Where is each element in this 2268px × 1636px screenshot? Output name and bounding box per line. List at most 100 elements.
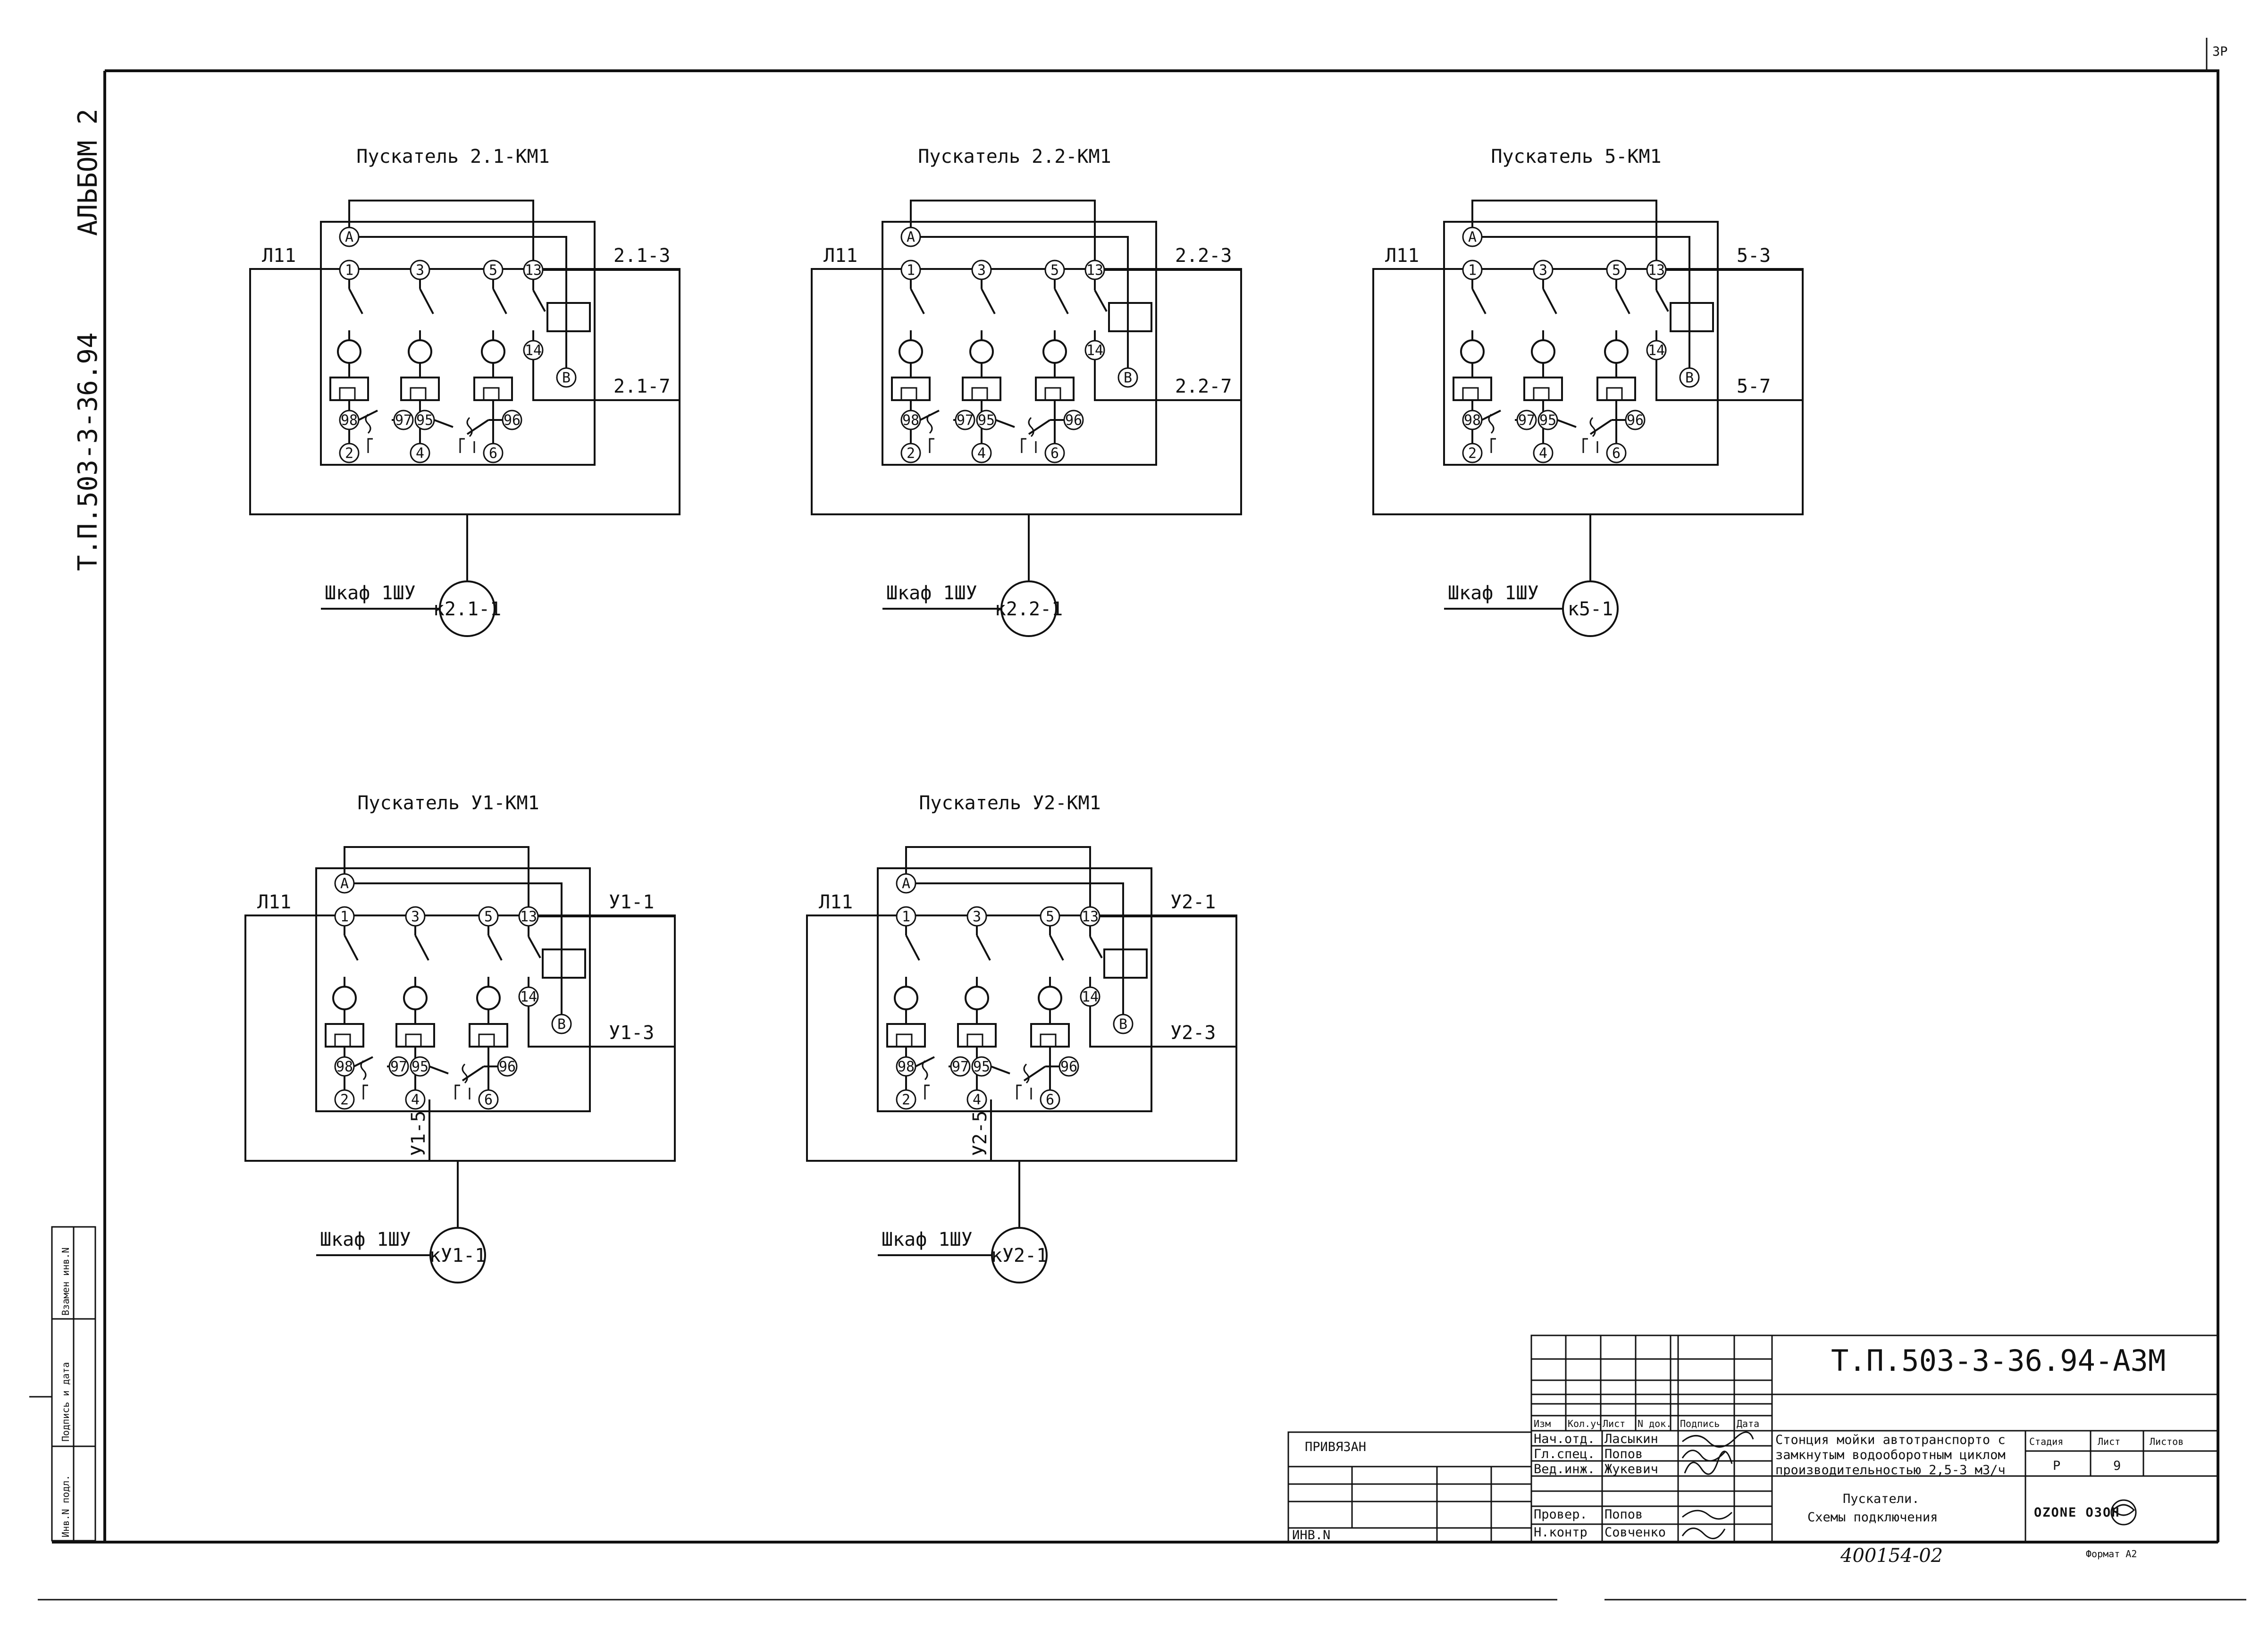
project-code-vertical: Т.П.503-3-36.94: [73, 332, 103, 571]
terminal-1: 1: [1468, 262, 1477, 279]
terminal-14: 14: [1082, 989, 1099, 1006]
terminal-b-ring: [1117, 367, 1138, 388]
terminal-6: 6: [1050, 445, 1059, 462]
terminal-98: 98: [898, 1059, 915, 1075]
terminal-14: 14: [520, 989, 537, 1006]
terminal-1: 1: [907, 262, 915, 279]
role-3: Вед.инж.: [1534, 1462, 1595, 1477]
terminal-2: 2: [907, 445, 915, 462]
thermal-relay: [1030, 1023, 1070, 1048]
contact-node: [332, 986, 357, 1010]
terminal-96: 96: [1060, 1059, 1077, 1075]
terminal-6: 6: [489, 445, 497, 462]
terminal-4-ring: [410, 443, 430, 463]
terminal-4-ring: [1533, 443, 1554, 463]
motor-label: к2.2-1: [995, 598, 1063, 620]
role-4: Провер.: [1534, 1507, 1588, 1522]
terminal-b-ring: [551, 1014, 572, 1034]
terminal-13: 13: [525, 262, 542, 279]
thermal-relay: [329, 377, 369, 401]
coil: [1108, 302, 1152, 332]
terminal-13: 13: [1082, 909, 1099, 925]
sheet-number: 9: [2113, 1459, 2121, 1473]
terminal-13: 13: [1086, 262, 1103, 279]
terminal-5: 5: [1046, 909, 1054, 925]
terminal-5: 5: [1612, 262, 1621, 279]
output-top-label: У2-1: [1170, 891, 1216, 913]
doc-code: Т.П.503-3-36.94-АЗМ: [1831, 1343, 2166, 1378]
output-bottom-label: У2-3: [1170, 1022, 1216, 1044]
contact-node: [337, 339, 361, 364]
terminal-96: 96: [1065, 412, 1082, 429]
terminal-a-ring: [896, 873, 916, 894]
terminal-a: A: [902, 876, 910, 892]
terminal-2-ring: [339, 443, 360, 463]
output-top-label: 2.1-3: [613, 245, 670, 267]
terminal-6-ring: [1044, 443, 1065, 463]
terminal-b: B: [1119, 1016, 1127, 1033]
project-name-line-2: замкнутым водооборотным циклом: [1775, 1448, 2006, 1462]
terminal-14: 14: [1648, 343, 1665, 359]
terminal-4: 4: [973, 1092, 981, 1108]
terminal-5: 5: [484, 909, 493, 925]
coil: [1103, 948, 1148, 979]
terminal-2-ring: [334, 1089, 355, 1110]
role-4-name: Попов: [1604, 1507, 1643, 1522]
terminal-a-ring: [339, 227, 360, 247]
terminal-6-ring: [478, 1089, 499, 1110]
output-bottom-label: 2.1-7: [613, 376, 670, 397]
revision-grid: [1530, 1335, 2218, 1542]
terminal-6: 6: [484, 1092, 493, 1108]
starter-housing: [877, 867, 1152, 1112]
terminal-95: 95: [416, 412, 433, 429]
output-bottom-label: 5-7: [1737, 376, 1771, 397]
terminal-a: A: [340, 876, 349, 892]
outer-frame: [249, 268, 680, 515]
contact-node: [894, 986, 918, 1010]
terminal-3: 3: [411, 909, 420, 925]
terminal-95: 95: [1539, 412, 1556, 429]
outer-frame: [1372, 268, 1804, 515]
thermal-relay: [400, 377, 440, 401]
thermal-relay: [1453, 377, 1492, 401]
company-name: OZONE ОЗОН: [2034, 1505, 2120, 1520]
outer-frame: [811, 268, 1242, 515]
stage-label: Стадия: [2029, 1436, 2063, 1447]
sheets-label: Листов: [2150, 1436, 2184, 1447]
contact-node: [969, 339, 994, 364]
rev-header-ndoc: N док.: [1638, 1418, 1672, 1429]
contact-node: [899, 339, 923, 364]
terminal-97: 97: [957, 412, 974, 429]
thermal-relay: [1523, 377, 1563, 401]
starter-title: Пускатель 2.1-КМ1: [356, 146, 549, 168]
terminal-a-ring: [900, 227, 921, 247]
terminal-2: 2: [340, 1092, 349, 1108]
side-stamp: Инв.N подл. Подпись и дата Взамен инв.N: [29, 1226, 96, 1542]
terminal-2-ring: [1462, 443, 1483, 463]
terminal-95: 95: [973, 1059, 990, 1075]
project-name-line-3: производительностью 2,5-3 м3/ч: [1775, 1463, 2006, 1477]
output-bottom-label: 2.2-7: [1175, 376, 1232, 397]
terminal-4: 4: [977, 445, 986, 462]
terminal-1: 1: [340, 909, 349, 925]
thermal-relay: [1035, 377, 1075, 401]
terminal-a-ring: [334, 873, 355, 894]
terminal-3: 3: [973, 909, 981, 925]
thermal-relay: [886, 1023, 926, 1048]
terminal-b: B: [562, 370, 571, 386]
terminal-96: 96: [1627, 412, 1644, 429]
terminal-b: B: [1124, 370, 1132, 386]
terminal-4-ring: [971, 443, 992, 463]
terminal-97: 97: [952, 1059, 969, 1075]
terminal-4: 4: [416, 445, 424, 462]
terminal-6: 6: [1046, 1092, 1054, 1108]
sheet-label: Лист: [2098, 1436, 2120, 1447]
terminal-6: 6: [1612, 445, 1621, 462]
outer-frame: [806, 914, 1237, 1162]
paper-format: Формат А2: [2086, 1548, 2137, 1560]
starter-housing: [315, 867, 591, 1112]
